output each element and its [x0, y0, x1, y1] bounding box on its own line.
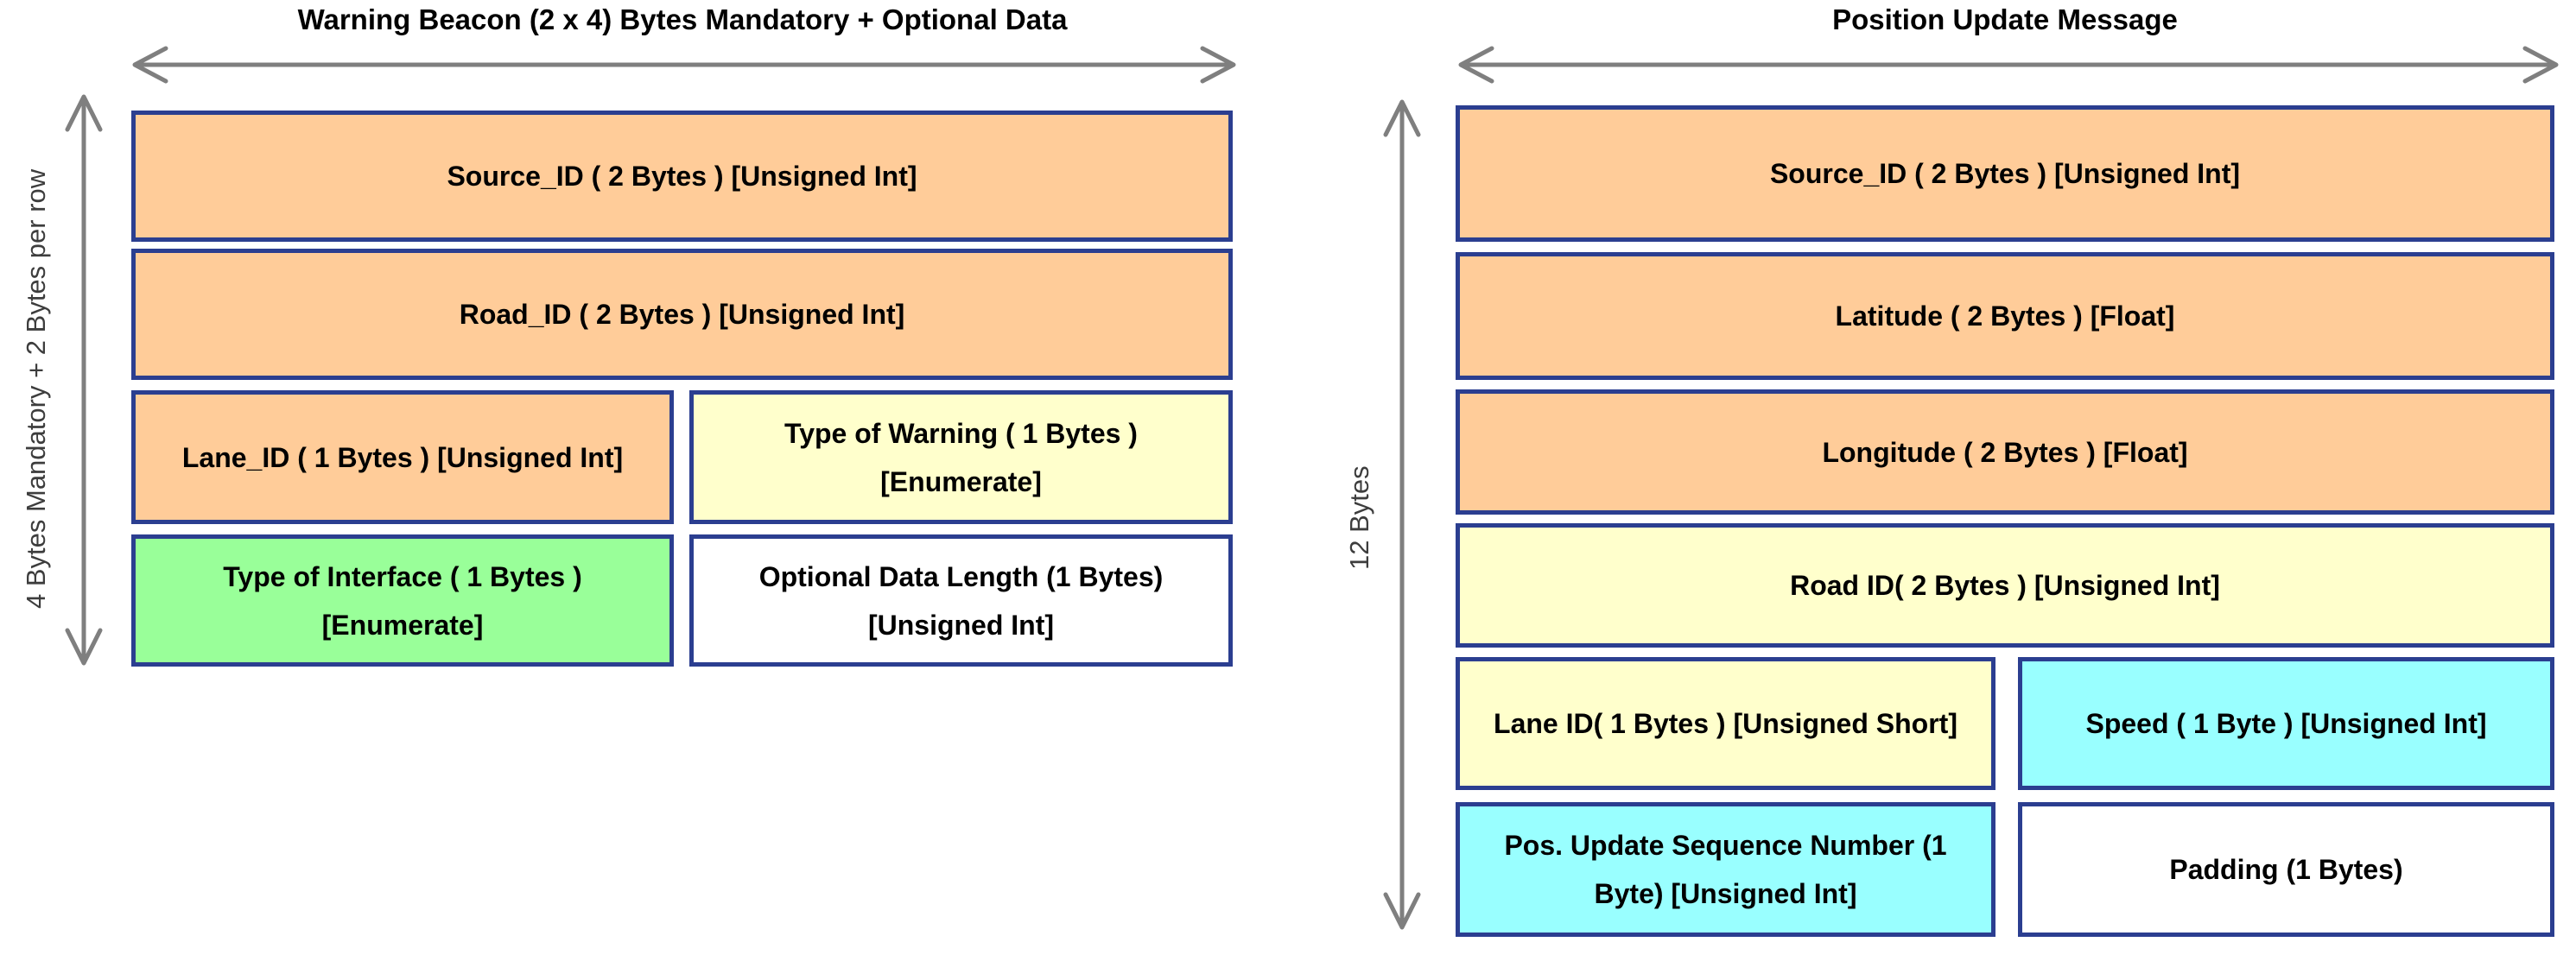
- field-box-source-id: Source_ID ( 2 Bytes ) [Unsigned Int]: [1456, 105, 2554, 242]
- position-update-width-arrow: [1458, 46, 2559, 84]
- field-box-optional-data-length: Optional Data Length (1 Bytes) [Unsigned…: [689, 534, 1233, 667]
- field-box-pos-update-sequence-number: Pos. Update Sequence Number (1 Byte) [Un…: [1456, 802, 1995, 937]
- position-update-side-label: 12 Bytes: [1344, 465, 1374, 571]
- field-box-road-id: Road ID( 2 Bytes ) [Unsigned Int]: [1456, 523, 2554, 648]
- position-update-title: Position Update Message: [1832, 3, 2178, 35]
- field-box-road-id: Road_ID ( 2 Bytes ) [Unsigned Int]: [131, 249, 1233, 380]
- field-box-padding: Padding (1 Bytes): [2018, 802, 2554, 937]
- warning-beacon-title: Warning Beacon (2 x 4) Bytes Mandatory +…: [297, 3, 1068, 35]
- warning-beacon-side-label: 4 Bytes Mandatory + 2 Bytes per row: [21, 168, 51, 609]
- field-box-lane-id: Lane ID( 1 Bytes ) [Unsigned Short]: [1456, 657, 1995, 790]
- field-box-lane-id: Lane_ID ( 1 Bytes ) [Unsigned Int]: [131, 390, 674, 524]
- field-box-latitude: Latitude ( 2 Bytes ) [Float]: [1456, 252, 2554, 380]
- field-box-speed: Speed ( 1 Byte ) [Unsigned Int]: [2018, 657, 2554, 790]
- warning-beacon-width-arrow: [132, 46, 1236, 84]
- position-update-height-arrow: [1383, 99, 1421, 930]
- warning-beacon-height-arrow: [65, 94, 103, 666]
- field-box-type-of-warning: Type of Warning ( 1 Bytes ) [Enumerate]: [689, 390, 1233, 524]
- field-box-source-id: Source_ID ( 2 Bytes ) [Unsigned Int]: [131, 111, 1233, 242]
- field-box-type-of-interface: Type of Interface ( 1 Bytes ) [Enumerate…: [131, 534, 674, 667]
- field-box-longitude: Longitude ( 2 Bytes ) [Float]: [1456, 389, 2554, 515]
